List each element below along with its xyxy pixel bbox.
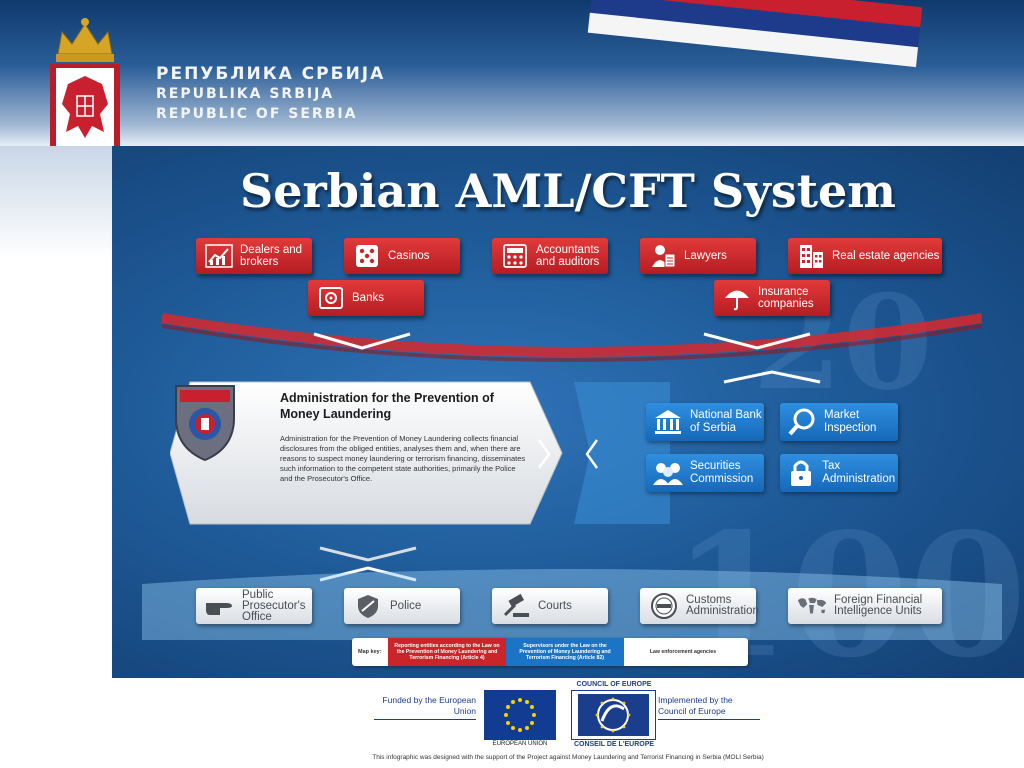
- entity-accountants-auditors[interactable]: Accountants and auditors: [492, 238, 608, 274]
- eu-flag-icon: [484, 690, 556, 740]
- coe-label-fr: CONSEIL DE L'EUROPE: [573, 741, 655, 748]
- agency-foreign-fiu[interactable]: Foreign Financial Intelligence Units: [788, 588, 942, 624]
- chevron-up-icon: [319, 566, 417, 582]
- supervisor-label: Tax Administration: [822, 460, 896, 485]
- footnote: This infographic was designed with the s…: [372, 754, 764, 761]
- entity-real-estate[interactable]: Real estate agencies: [788, 238, 942, 274]
- lawyer-icon: [648, 243, 678, 269]
- republic-name-latin: REPUBLIKA SRBIJA: [156, 86, 335, 102]
- reporting-entities-arc: [162, 313, 982, 362]
- agency-label: Customs Administration: [686, 594, 759, 617]
- supervisor-label: Market Inspection: [824, 409, 877, 434]
- serbian-coat-of-arms-icon: [50, 18, 120, 146]
- customs-seal-icon: [648, 593, 680, 619]
- entity-label: Insurance companies: [758, 286, 814, 310]
- map-key-law-enforcement: Law enforcement agencies: [649, 649, 717, 655]
- map-key-supervisors: Supervisors under the Law on the Prevent…: [506, 638, 624, 666]
- umbrella-icon: [722, 285, 752, 311]
- map-key: Map key: Reporting entities according to…: [352, 638, 748, 666]
- entity-banks[interactable]: Banks: [308, 280, 424, 316]
- entity-lawyers[interactable]: Lawyers: [640, 238, 756, 274]
- gavel-icon: [500, 593, 532, 619]
- supervisor-national-bank[interactable]: National Bank of Serbia: [646, 403, 764, 441]
- administration-badge-icon: [175, 385, 235, 462]
- building-icon: [796, 243, 826, 269]
- entity-label: Real estate agencies: [832, 250, 940, 262]
- map-key-reporting-entities: Reporting entities according to the Law …: [388, 638, 506, 666]
- implemented-by-text: Implemented by the Council of Europe: [658, 695, 760, 720]
- coe-label-en: COUNCIL OF EUROPE: [576, 681, 652, 688]
- chevron-right-icon[interactable]: [536, 438, 552, 470]
- bank-icon: [652, 407, 684, 437]
- page-title: Serbian AML/CFT System: [240, 164, 896, 218]
- council-of-europe-logo-icon: [571, 690, 656, 740]
- agency-public-prosecutor[interactable]: Public Prosecutor's Office: [196, 588, 312, 624]
- safe-icon: [316, 285, 346, 311]
- agency-label: Public Prosecutor's Office: [242, 588, 306, 623]
- dice-icon: [352, 243, 382, 269]
- left-margin: [0, 146, 112, 768]
- footer: Funded by the European Union EUROPEAN UN…: [112, 678, 1024, 768]
- republic-name-cyrillic: РЕПУБЛИКА СРБИЈА: [156, 64, 386, 84]
- chart-icon: [204, 243, 234, 269]
- infographic-panel: 20 100 Serbian AML/CFT System Dealers an…: [112, 146, 1024, 678]
- supervisor-tax-administration[interactable]: Tax Administration: [780, 454, 898, 492]
- chevron-down-icon: [313, 332, 411, 350]
- agency-police[interactable]: Police: [344, 588, 460, 624]
- entity-label: Lawyers: [684, 250, 727, 262]
- agency-label: Police: [390, 599, 422, 612]
- header-banner: РЕПУБЛИКА СРБИЈА REPUBLIKA SRBIJA REPUBL…: [0, 0, 1024, 146]
- pointing-hand-icon: [204, 593, 236, 619]
- agency-label: Courts: [538, 599, 572, 612]
- magnifier-icon: [786, 407, 818, 437]
- funded-by-text: Funded by the European Union: [374, 695, 476, 720]
- lock-icon: [786, 458, 816, 488]
- entity-label: Accountants and auditors: [536, 244, 600, 268]
- agency-courts[interactable]: Courts: [492, 588, 608, 624]
- entity-label: Banks: [352, 292, 384, 304]
- shield-icon: [352, 593, 384, 619]
- supervisor-market-inspection[interactable]: Market Inspection: [780, 403, 898, 441]
- chevron-down-icon: [319, 546, 417, 562]
- people-icon: [652, 458, 684, 488]
- entity-dealers-brokers[interactable]: Dealers and brokers: [196, 238, 312, 274]
- world-map-icon: [796, 593, 828, 619]
- agency-customs[interactable]: Customs Administration: [640, 588, 759, 624]
- chevron-down-icon: [703, 332, 811, 350]
- republic-name-english: REPUBLIC OF SERBIA: [156, 106, 358, 122]
- chevron-left-icon[interactable]: [584, 438, 600, 470]
- administration-description: Administration for the Prevention of Mon…: [280, 434, 526, 483]
- entity-label: Casinos: [388, 250, 430, 262]
- supervisor-label: National Bank of Serbia: [690, 409, 762, 434]
- entity-casinos[interactable]: Casinos: [344, 238, 460, 274]
- chevron-up-icon: [723, 370, 821, 384]
- calculator-icon: [500, 243, 530, 269]
- serbian-flag: [587, 0, 923, 68]
- administration-card[interactable]: Administration for the Prevention of Mon…: [170, 378, 680, 528]
- eu-label: EUROPEAN UNION: [492, 741, 548, 747]
- administration-title: Administration for the Prevention of Mon…: [280, 391, 494, 421]
- entity-insurance[interactable]: Insurance companies: [714, 280, 830, 316]
- entity-label: Dealers and brokers: [240, 244, 303, 268]
- supervisor-securities-commission[interactable]: Securities Commission: [646, 454, 764, 492]
- supervisor-label: Securities Commission: [690, 460, 754, 485]
- agency-label: Foreign Financial Intelligence Units: [834, 594, 923, 617]
- map-key-label: Map key:: [358, 649, 382, 655]
